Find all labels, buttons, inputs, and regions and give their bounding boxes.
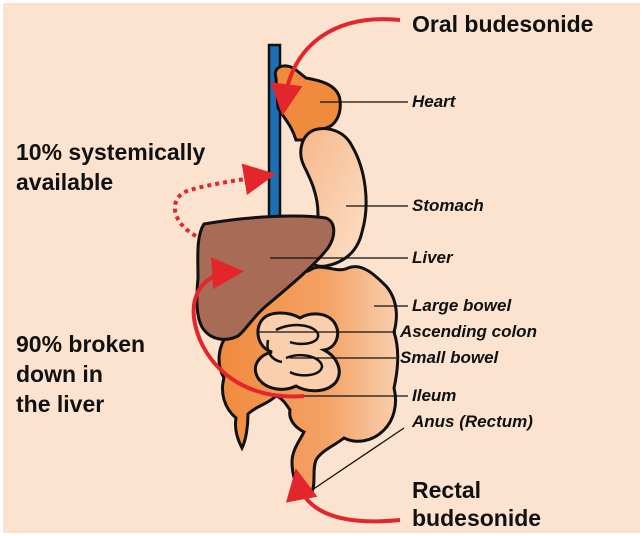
heart-label: Heart <box>412 92 455 112</box>
rectal-budesonide-label-line1: Rectal <box>412 476 481 504</box>
systemic-label-line1: 10% systemically <box>16 138 205 166</box>
broken-down-label-line2: down in <box>16 360 103 388</box>
broken-down-label-line3: the liver <box>16 390 104 418</box>
broken-down-label-line1: 90% broken <box>16 330 145 358</box>
liver-label: Liver <box>412 248 453 268</box>
oral-budesonide-label: Oral budesonide <box>412 10 593 38</box>
rectal-budesonide-label-line2: budesonide <box>412 504 541 532</box>
systemic-label-line2: available <box>16 168 113 196</box>
anus-rectum-label: Anus (Rectum) <box>412 412 533 432</box>
ileum-label: Ileum <box>412 386 456 406</box>
large-bowel-label: Large bowel <box>412 296 511 316</box>
small-bowel-label: Small bowel <box>400 348 498 368</box>
ascending-colon-label: Ascending colon <box>400 322 537 342</box>
stomach-label: Stomach <box>412 196 484 216</box>
